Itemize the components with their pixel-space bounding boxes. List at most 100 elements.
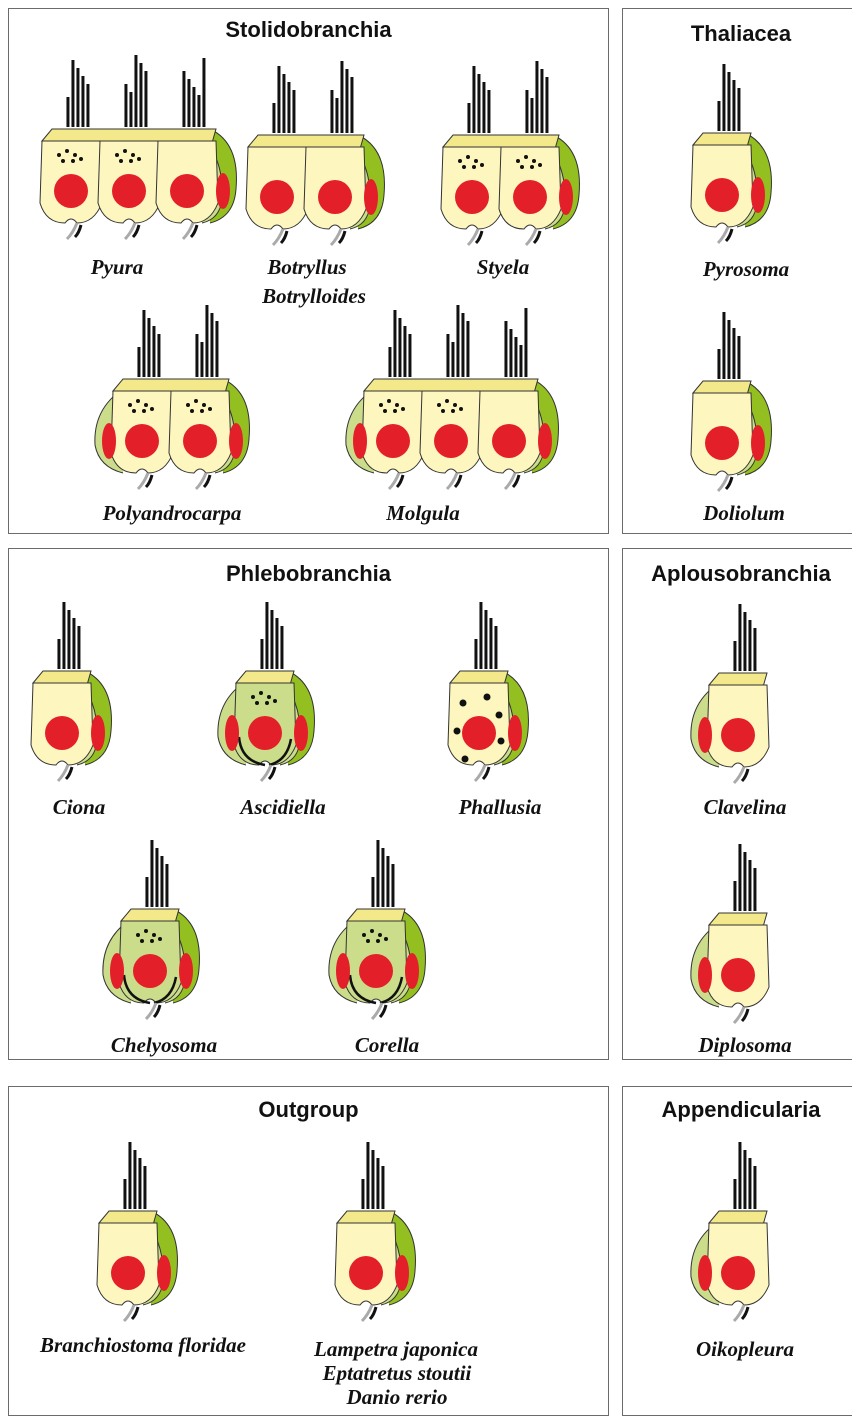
granule bbox=[474, 159, 478, 163]
doliolum-cell bbox=[687, 297, 775, 497]
granule bbox=[136, 933, 140, 937]
granule bbox=[73, 153, 77, 157]
botryllus-label: Botryllus bbox=[267, 255, 346, 279]
nucleus bbox=[705, 178, 739, 212]
side-nucleus bbox=[336, 953, 350, 989]
granule bbox=[472, 165, 476, 169]
lampetra-cell bbox=[331, 1127, 419, 1327]
granule bbox=[119, 159, 123, 163]
corella-label: Corella bbox=[355, 1033, 419, 1057]
granule bbox=[516, 159, 520, 163]
chelyosoma-cell bbox=[99, 825, 203, 1025]
nucleus bbox=[721, 718, 755, 752]
stolidobranchia-title: Stolidobranchia bbox=[9, 17, 608, 43]
nucleus bbox=[721, 1256, 755, 1290]
nucleus bbox=[705, 426, 739, 460]
side-nucleus bbox=[353, 423, 367, 459]
cell-drawing bbox=[437, 51, 583, 251]
aplousobranchia-panel: Aplousobranchia Clavelina Diplosoma bbox=[622, 548, 852, 1060]
nucleus bbox=[462, 716, 496, 750]
side-nucleus bbox=[229, 423, 243, 459]
granule bbox=[401, 407, 405, 411]
phlebobranchia-title: Phlebobranchia bbox=[9, 561, 608, 587]
granule bbox=[458, 159, 462, 163]
pyura-cell-cluster bbox=[36, 45, 240, 245]
granule bbox=[150, 407, 154, 411]
oikopleura-cell bbox=[687, 1127, 773, 1327]
branchiostoma-label: Branchiostoma floridae bbox=[40, 1333, 246, 1357]
granule bbox=[462, 165, 466, 169]
granule bbox=[150, 939, 154, 943]
ciona-cell bbox=[27, 587, 115, 787]
ascidiella-label: Ascidiella bbox=[240, 795, 325, 819]
side-nucleus bbox=[538, 423, 552, 459]
granule bbox=[71, 159, 75, 163]
granule bbox=[496, 712, 503, 719]
cell-drawing bbox=[27, 587, 115, 787]
granule bbox=[484, 694, 491, 701]
granule bbox=[520, 165, 524, 169]
side-nucleus bbox=[157, 1255, 171, 1291]
outgroup-title: Outgroup bbox=[9, 1097, 608, 1123]
nucleus bbox=[376, 424, 410, 458]
appendicularia-title: Appendicularia bbox=[623, 1097, 852, 1123]
side-nucleus bbox=[110, 953, 124, 989]
cell-drawing bbox=[36, 45, 240, 245]
nucleus bbox=[170, 174, 204, 208]
granule bbox=[61, 159, 65, 163]
stolidobranchia-panel: Stolidobranchia Pyura Botryllus Botryllo… bbox=[8, 8, 609, 534]
ascidiella-cell bbox=[214, 587, 318, 787]
granule bbox=[445, 399, 449, 403]
granule bbox=[128, 403, 132, 407]
granule bbox=[462, 756, 469, 763]
nucleus bbox=[492, 424, 526, 458]
cell-drawing bbox=[325, 825, 429, 1025]
granule bbox=[530, 165, 534, 169]
side-nucleus bbox=[751, 177, 765, 213]
side-nucleus bbox=[508, 715, 522, 751]
eptatretus-label: Eptatretus stoutii bbox=[323, 1361, 472, 1385]
pyura-label: Pyura bbox=[91, 255, 144, 279]
granule bbox=[387, 399, 391, 403]
granule bbox=[451, 409, 455, 413]
nucleus bbox=[434, 424, 468, 458]
granule bbox=[265, 701, 269, 705]
side-nucleus bbox=[698, 717, 712, 753]
botryllus-cell-cluster bbox=[242, 51, 388, 251]
nucleus bbox=[112, 174, 146, 208]
cell-drawing bbox=[687, 589, 773, 789]
side-nucleus bbox=[559, 179, 573, 215]
granule bbox=[393, 409, 397, 413]
side-nucleus bbox=[102, 423, 116, 459]
nucleus bbox=[513, 180, 547, 214]
cell-drawing bbox=[687, 49, 775, 249]
side-nucleus bbox=[751, 425, 765, 461]
granule bbox=[57, 153, 61, 157]
doliolum-label: Doliolum bbox=[703, 501, 785, 525]
lampetra-label: Lampetra japonica bbox=[314, 1337, 478, 1361]
granule bbox=[454, 728, 461, 735]
nucleus bbox=[260, 180, 294, 214]
granule bbox=[200, 409, 204, 413]
phlebobranchia-panel: Phlebobranchia Ciona Ascidiella Phallusi… bbox=[8, 548, 609, 1060]
side-nucleus bbox=[698, 957, 712, 993]
cell-drawing bbox=[687, 297, 775, 497]
polyandrocarpa-cell-cluster bbox=[91, 295, 253, 495]
nucleus bbox=[133, 954, 167, 988]
granule bbox=[136, 399, 140, 403]
diplosoma-cell bbox=[687, 829, 773, 1029]
phallusia-label: Phallusia bbox=[459, 795, 542, 819]
molgula-label: Molgula bbox=[386, 501, 460, 525]
granule bbox=[267, 695, 271, 699]
side-nucleus bbox=[179, 953, 193, 989]
granule bbox=[366, 939, 370, 943]
cell-drawing bbox=[93, 1127, 181, 1327]
granule bbox=[273, 699, 277, 703]
granule bbox=[186, 403, 190, 407]
side-nucleus bbox=[698, 1255, 712, 1291]
ciona-label: Ciona bbox=[53, 795, 106, 819]
side-nucleus bbox=[405, 953, 419, 989]
nucleus bbox=[721, 958, 755, 992]
diplosoma-label: Diplosoma bbox=[698, 1033, 791, 1057]
granule bbox=[190, 409, 194, 413]
